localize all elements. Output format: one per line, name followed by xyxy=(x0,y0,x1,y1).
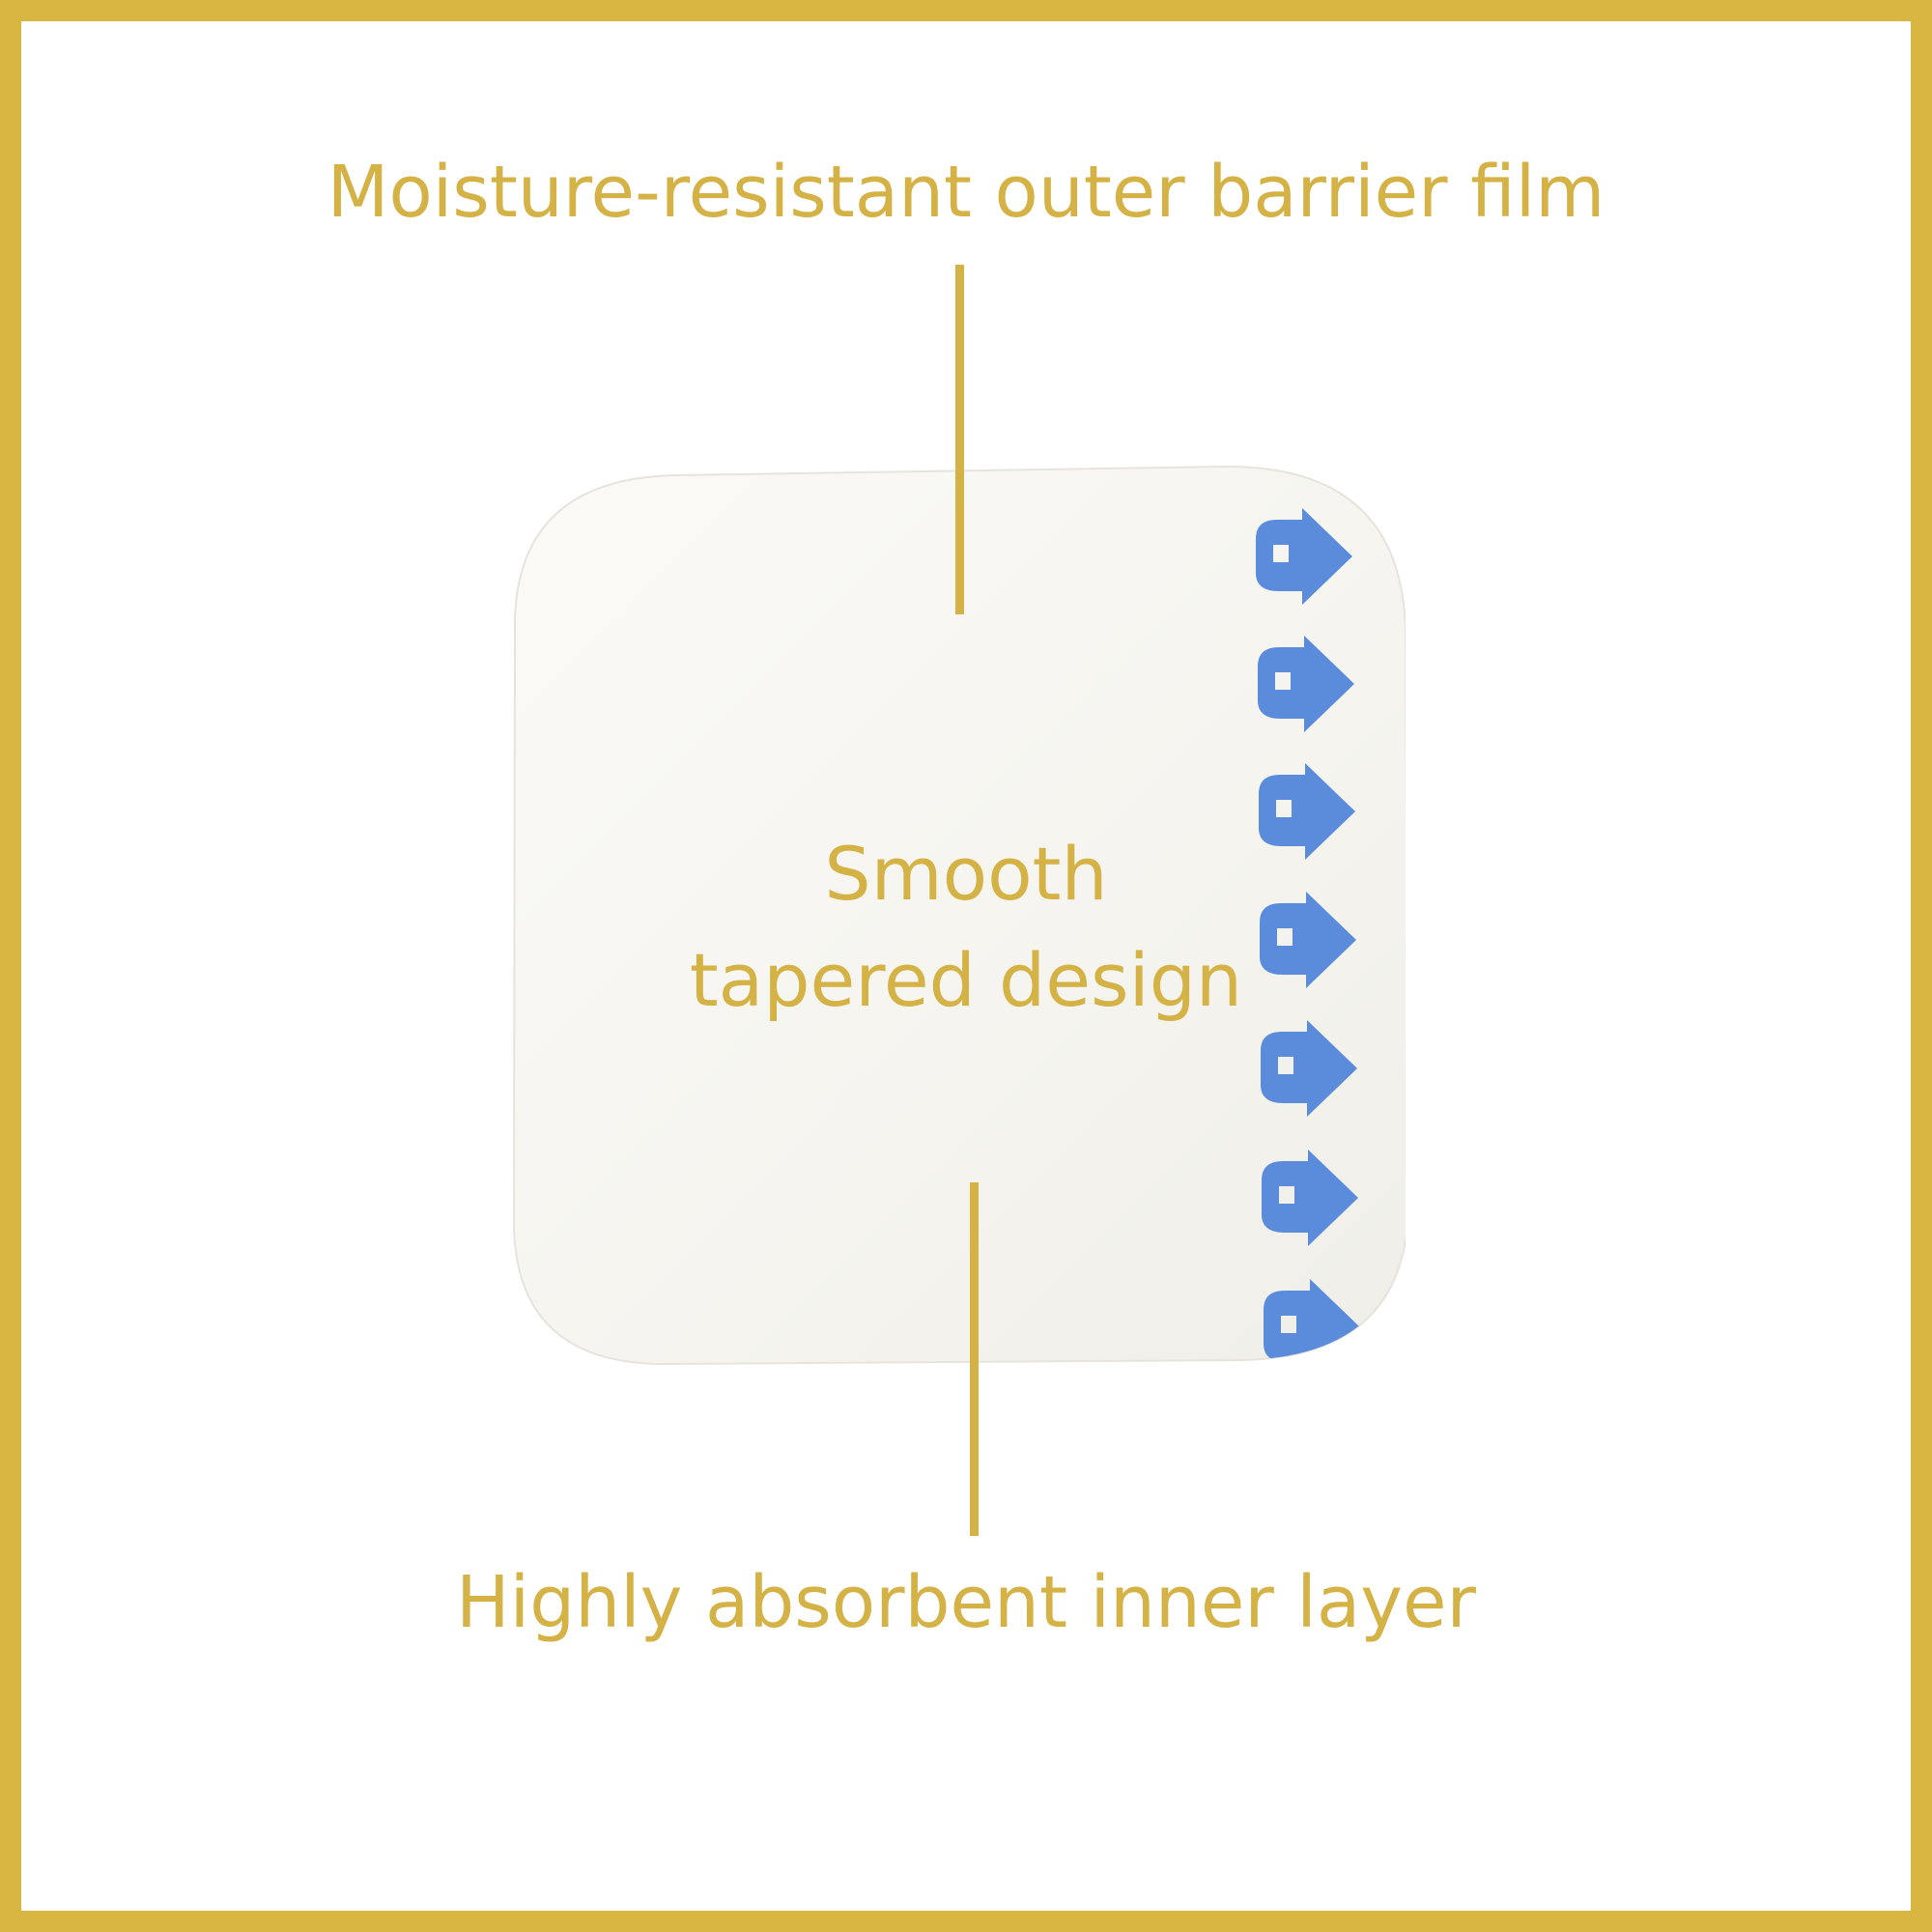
peel-arrow-icon xyxy=(1264,1279,1360,1364)
dressing-pad xyxy=(512,465,1406,1366)
peel-arrow-icon xyxy=(1260,892,1356,988)
callout-tapered-design: Smooth tapered design xyxy=(676,821,1256,1034)
peel-arrow-icon xyxy=(1261,1020,1357,1117)
peel-arrow-icon xyxy=(1256,508,1352,605)
peel-arrow-icon xyxy=(1262,1150,1358,1246)
leader-line-top xyxy=(955,265,964,614)
callout-tapered-design-line2: tapered design xyxy=(689,937,1243,1023)
callout-outer-barrier-film: Moisture-resistant outer barrier film xyxy=(327,151,1605,234)
leader-line-bottom xyxy=(970,1182,979,1536)
foam-dressing-image xyxy=(512,465,1406,1366)
callout-tapered-design-line1: Smooth xyxy=(824,831,1108,917)
callout-absorbent-inner-layer: Highly absorbent inner layer xyxy=(456,1561,1476,1644)
peel-arrow-icon xyxy=(1258,636,1354,732)
peel-arrow-icon xyxy=(1259,763,1355,860)
